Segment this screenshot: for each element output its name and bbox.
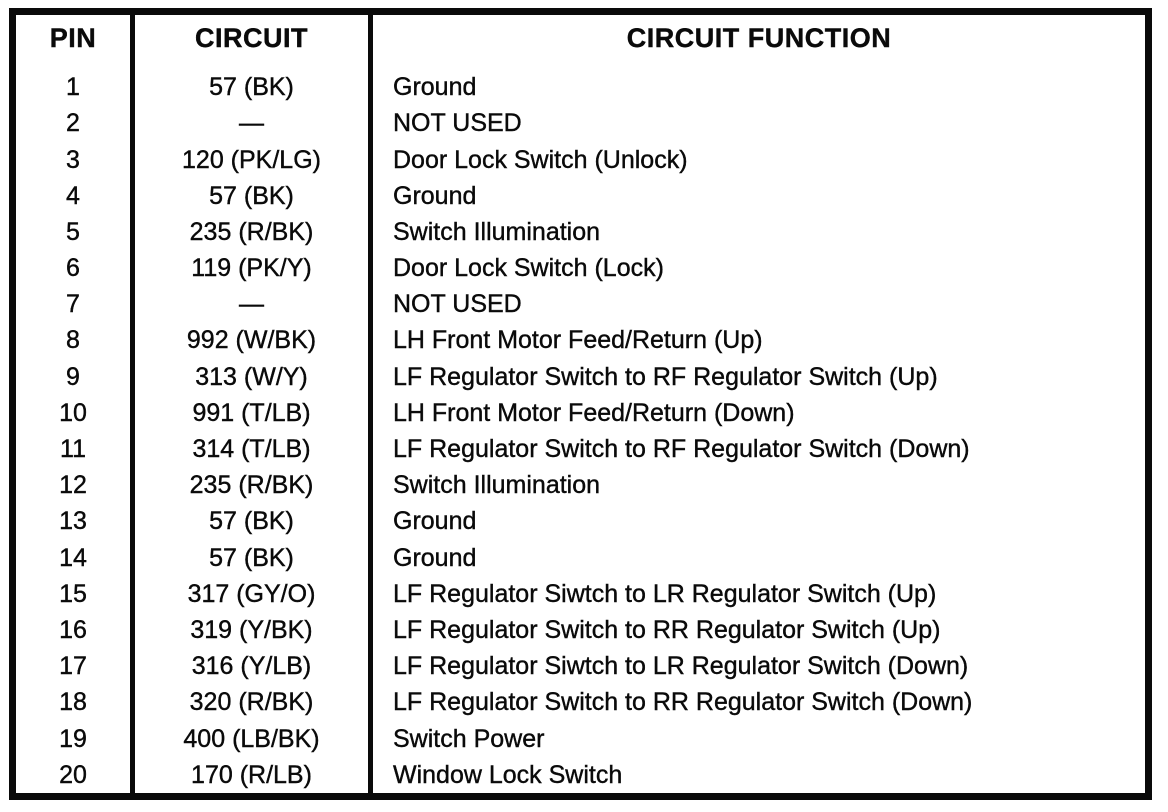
circuit-cell: 235 (R/BK) xyxy=(132,213,373,250)
function-cell: Ground xyxy=(393,507,477,536)
circuit-cell: 57 (BK) xyxy=(132,61,373,106)
circuit-cell: 120 (PK/LG) xyxy=(132,141,373,178)
pin-cell: 20 xyxy=(12,756,135,797)
circuit-cell: 235 (R/BK) xyxy=(132,467,373,504)
pin-cell: 10 xyxy=(12,394,135,431)
table-row: 2— NOT USED xyxy=(12,105,1149,142)
function-cell: Ground xyxy=(393,543,477,572)
pin-cell: 3 xyxy=(12,141,135,178)
pin-cell: 8 xyxy=(12,322,135,359)
circuit-cell: 991 (T/LB) xyxy=(132,394,373,431)
pin-cell: 1 xyxy=(12,61,135,106)
pin-cell: 4 xyxy=(12,177,135,214)
pin-cell: 11 xyxy=(12,430,135,468)
function-cell: NOT USED xyxy=(393,109,522,138)
table-header: PIN CIRCUIT CIRCUIT FUNCTION xyxy=(12,11,1149,61)
header-row: PIN CIRCUIT CIRCUIT FUNCTION xyxy=(12,11,1149,61)
column-header-circuit-function: CIRCUIT FUNCTION xyxy=(626,22,892,53)
column-header-pin: PIN xyxy=(12,11,135,61)
pin-cell: 18 xyxy=(12,684,135,721)
function-cell: Switch Illumination xyxy=(393,217,601,246)
circuit-cell: 314 (T/LB) xyxy=(132,430,373,468)
pin-cell: 16 xyxy=(12,611,135,649)
circuit-cell: 316 (Y/LB) xyxy=(132,648,373,685)
table-row: 7— NOT USED xyxy=(12,286,1149,323)
function-cell: Switch Power xyxy=(393,724,545,753)
function-cell: Door Lock Switch (Unlock) xyxy=(393,145,688,174)
function-cell: Ground xyxy=(393,181,477,210)
function-cell: Switch Illumination xyxy=(393,471,601,500)
circuit-cell: 319 (Y/BK) xyxy=(132,611,373,649)
function-cell: LF Regulator Switch to RF Regulator Swit… xyxy=(393,435,970,464)
circuit-cell: — xyxy=(132,105,373,142)
column-header-circuit: CIRCUIT xyxy=(132,11,373,61)
function-cell: LH Front Motor Feed/Return (Up) xyxy=(393,326,763,355)
function-cell: Ground xyxy=(393,73,477,102)
circuit-cell: 57 (BK) xyxy=(132,539,373,576)
function-cell: LF Regulator Siwtch to LR Regulator Swit… xyxy=(393,579,937,608)
circuit-cell: 57 (BK) xyxy=(132,177,373,214)
function-cell: Door Lock Switch (Lock) xyxy=(393,254,664,283)
pin-cell: 12 xyxy=(12,467,135,504)
function-cell: LH Front Motor Feed/Return (Down) xyxy=(393,398,795,427)
pin-cell: 13 xyxy=(12,503,135,540)
pin-cell: 7 xyxy=(12,286,135,323)
circuit-cell: 313 (W/Y) xyxy=(132,358,373,395)
circuit-cell: 992 (W/BK) xyxy=(132,322,373,359)
function-cell: LF Regulator Switch to RR Regulator Swit… xyxy=(393,688,973,717)
circuit-cell: — xyxy=(132,286,373,323)
pin-cell: 2 xyxy=(12,105,135,142)
function-cell: NOT USED xyxy=(393,290,522,319)
pin-cell: 14 xyxy=(12,539,135,576)
circuit-cell: 317 (GY/O) xyxy=(132,575,373,612)
circuit-cell: 170 (R/LB) xyxy=(132,756,373,797)
circuit-cell: 57 (BK) xyxy=(132,503,373,540)
pin-cell: 15 xyxy=(12,575,135,612)
function-cell: LF Regulator Siwtch to LR Regulator Swit… xyxy=(393,652,969,681)
pin-cell: 19 xyxy=(12,720,135,757)
circuit-cell: 320 (R/BK) xyxy=(132,684,373,721)
pin-cell: 5 xyxy=(12,213,135,250)
function-cell: Window Lock Switch xyxy=(393,760,623,789)
pin-cell: 6 xyxy=(12,249,135,287)
pin-cell: 17 xyxy=(12,648,135,685)
circuit-cell: 400 (LB/BK) xyxy=(132,720,373,757)
function-cell: LF Regulator Switch to RF Regulator Swit… xyxy=(393,362,938,391)
pin-cell: 9 xyxy=(12,358,135,395)
circuit-cell: 119 (PK/Y) xyxy=(132,249,373,287)
function-cell: LF Regulator Switch to RR Regulator Swit… xyxy=(393,615,941,644)
